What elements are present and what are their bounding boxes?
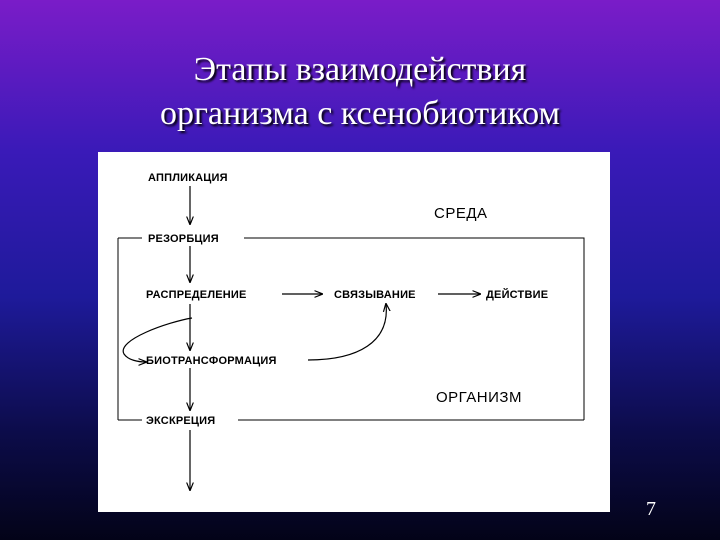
node-biotransformation: БИОТРАНСФОРМАЦИЯ [146,355,277,367]
zone-environment: СРЕДА [434,205,488,222]
curve-biotransformation-binding [307,304,386,361]
diagram-panel: АППЛИКАЦИЯ РЕЗОРБЦИЯ РАСПРЕДЕЛЕНИЕ СВЯЗЫ… [98,152,610,512]
stages-diagram: АППЛИКАЦИЯ РЕЗОРБЦИЯ РАСПРЕДЕЛЕНИЕ СВЯЗЫ… [117,172,585,512]
slide-title-line-1: Этапы взаимодействия [193,51,527,88]
curve-distribution-loop [122,317,193,362]
node-application: АППЛИКАЦИЯ [148,172,228,184]
node-binding: СВЯЗЫВАНИЕ [334,289,416,301]
node-action: ДЕЙСТВИЕ [486,288,548,301]
slide-title: Этапы взаимодействия организма с ксеноби… [0,48,720,136]
organism-boundary-top-right [244,237,585,420]
node-distribution: РАСПРЕДЕЛЕНИЕ [146,289,247,301]
zone-organism: ОРГАНИЗМ [436,389,522,406]
node-excretion: ЭКСКРЕЦИЯ [146,415,215,427]
node-resorption: РЕЗОРБЦИЯ [148,233,219,245]
slide-title-line-2: организма с ксенобиотиком [159,95,561,132]
page-number: 7 [646,498,656,520]
